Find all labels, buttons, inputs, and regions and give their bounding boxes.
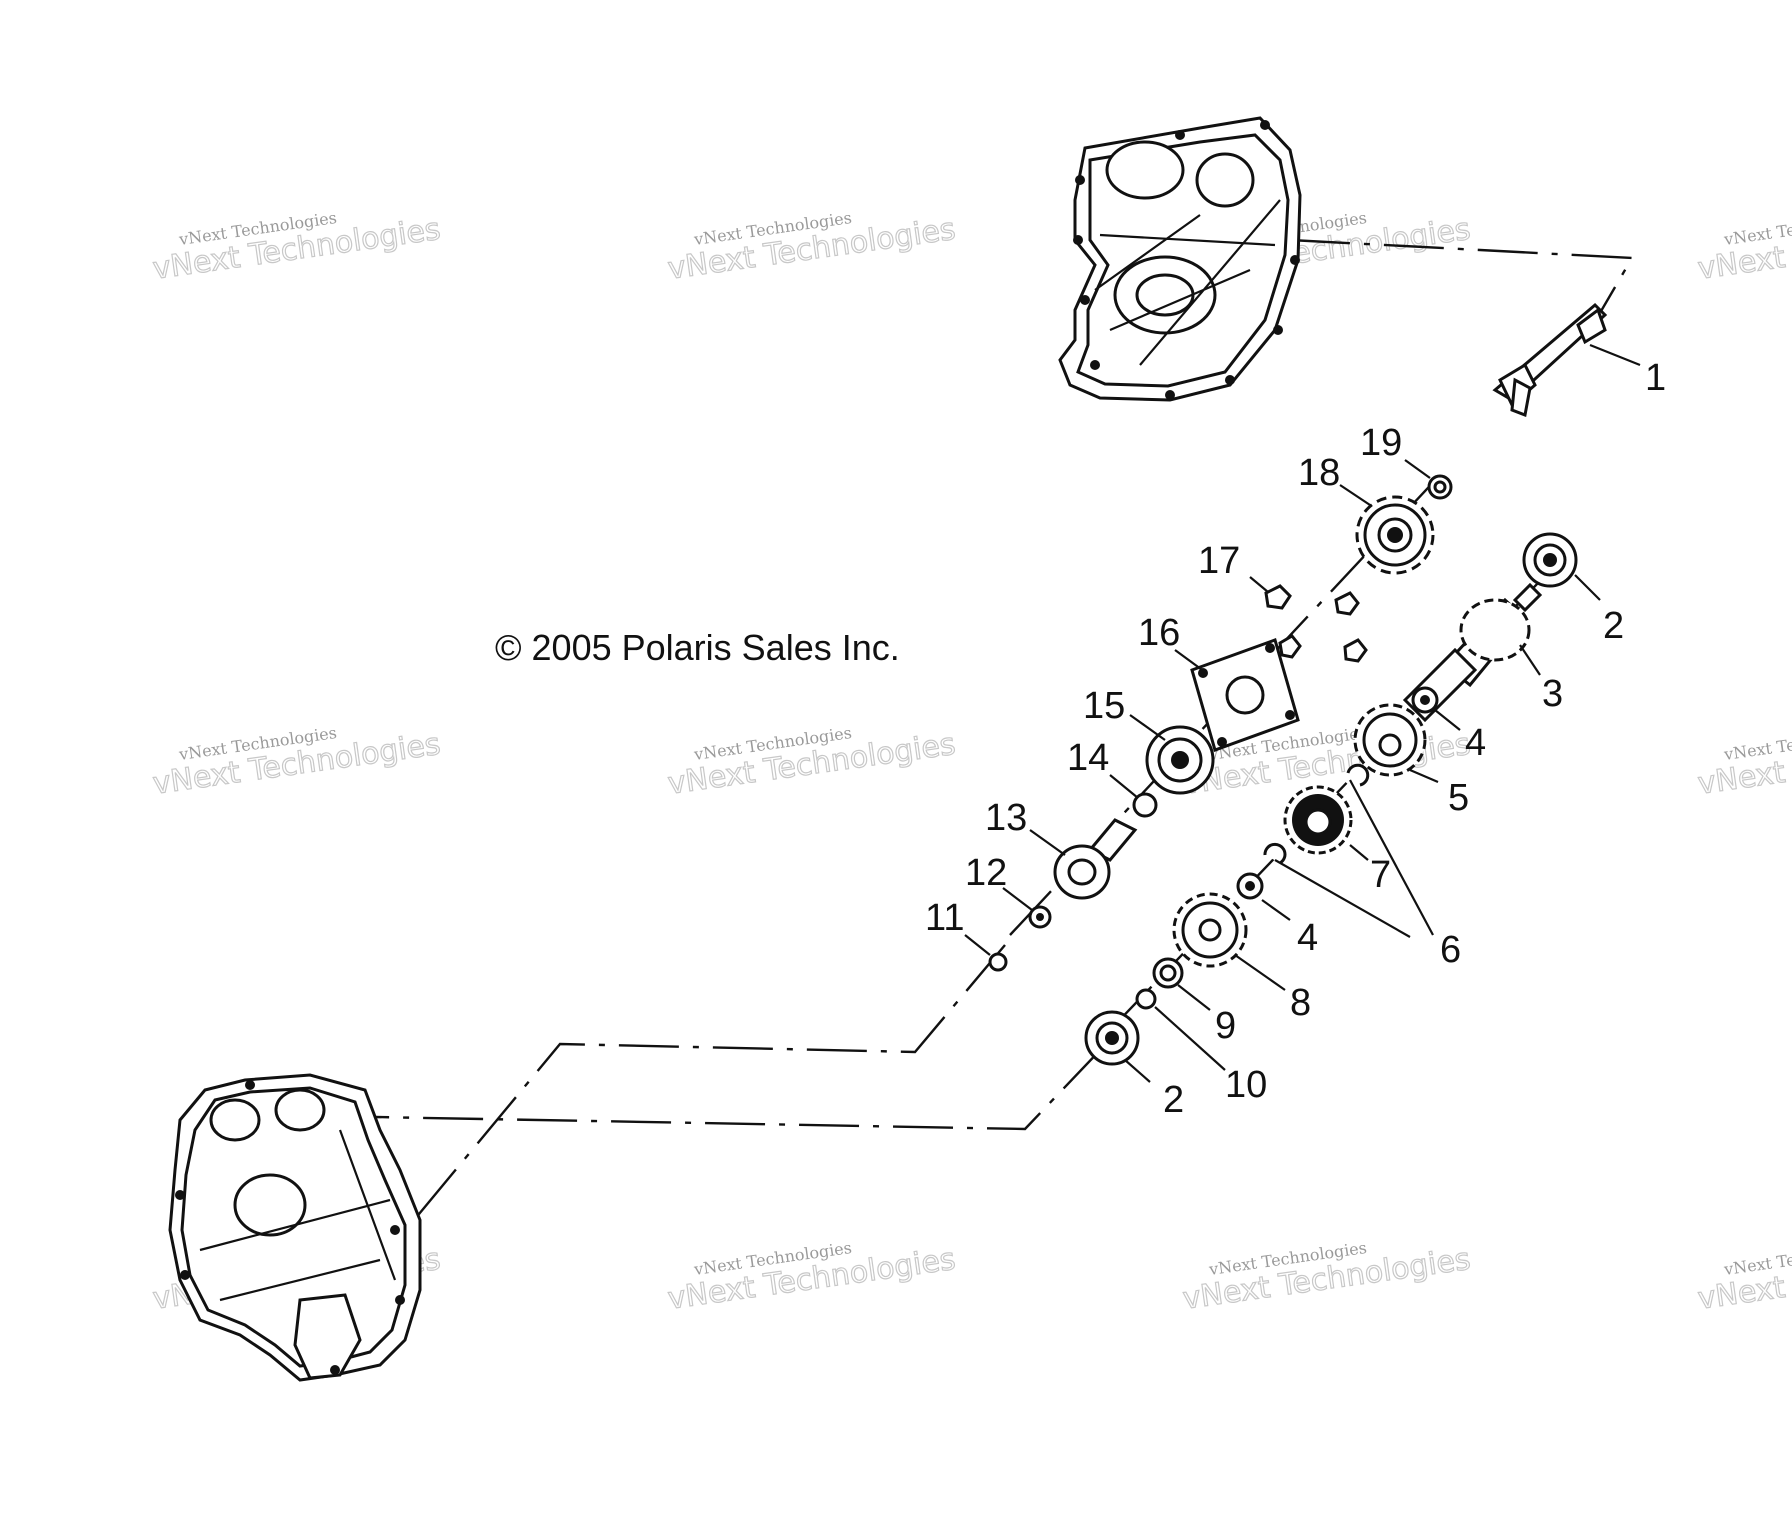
case-rib (199, 1129, 397, 1302)
callout-17: 17 (1198, 540, 1240, 582)
callout-2: 2 (1603, 605, 1624, 647)
part-bearing-2-top (1522, 532, 1578, 588)
bearing-bore (1105, 140, 1185, 200)
case-bolt-holes (175, 1080, 405, 1375)
part-washer-4-top (1411, 686, 1439, 714)
case-rib (1094, 199, 1281, 366)
callout-4: 4 (1297, 917, 1318, 959)
callout-13: 13 (985, 797, 1027, 839)
callout-9: 9 (1215, 1005, 1236, 1047)
bearing-bore (1195, 152, 1255, 208)
part-washer-14 (1132, 792, 1158, 818)
part-plate-16 (1190, 638, 1300, 752)
part-nut-17 (1264, 584, 1368, 663)
bearing-bore (274, 1088, 326, 1132)
callout-18: 18 (1298, 452, 1340, 494)
callout-1: 1 (1645, 357, 1666, 399)
callout-15: 15 (1083, 685, 1125, 727)
part-washer-11 (988, 952, 1008, 972)
bearing-bore (209, 1098, 261, 1142)
part-gear-8 (1172, 892, 1248, 968)
callouts: 1 2 3 4 5 7 6 4 8 9 10 2 11 12 13 14 15 … (925, 357, 1666, 1121)
callout-7: 7 (1370, 854, 1391, 896)
callout-3: 3 (1542, 673, 1563, 715)
part-bearing-2-bottom (1084, 1010, 1140, 1066)
watermark: vNext Technologies vNext Technologies (665, 723, 958, 802)
chain-line-upper-shaft (384, 944, 1006, 1256)
part-snap-ring-6 (1263, 763, 1370, 865)
callout-19: 19 (1360, 422, 1402, 464)
chain-line-top (1289, 238, 1635, 331)
part-bearing-19 (1427, 474, 1453, 500)
callout-8: 8 (1290, 982, 1311, 1024)
part-washer-4-lower (1236, 872, 1264, 900)
case-half-upper (1058, 116, 1302, 402)
case-half-lower (168, 1073, 422, 1382)
watermark: vNext Technologies vNext Technologies (1695, 1238, 1792, 1317)
part-gear-13 (1053, 818, 1138, 900)
watermark: vNext Technologies vNext Technologies (150, 208, 443, 287)
copyright-notice: © 2005 Polaris Sales Inc. (495, 627, 900, 668)
bearing-bore-inner (1135, 273, 1195, 317)
callout-4: 4 (1465, 722, 1486, 764)
callout-14: 14 (1067, 737, 1109, 779)
callout-11: 11 (925, 897, 964, 939)
bearing-bore (233, 1173, 307, 1237)
part-sprocket-18 (1355, 495, 1435, 575)
callout-12: 12 (965, 852, 1007, 894)
case-bolt-holes (1073, 120, 1300, 400)
watermark: vNext Technologies vNext Technologies (665, 1238, 958, 1317)
part-washer-12 (1028, 905, 1052, 929)
watermark: vNext Technologies vNext Technologies (1695, 208, 1792, 287)
watermark: vNext Technologies vNext Technologies (665, 208, 958, 287)
drive-housing (293, 1293, 362, 1380)
callout-5: 5 (1448, 777, 1469, 819)
part-shift-fork (1492, 302, 1608, 418)
callout-2: 2 (1163, 1079, 1184, 1121)
part-gear-7 (1283, 785, 1353, 855)
part-bearing-15 (1145, 725, 1215, 795)
watermark: vNext Technologies vNext Technologies (1180, 1238, 1473, 1317)
callout-6: 6 (1440, 929, 1461, 971)
part-gear-5 (1353, 703, 1427, 777)
leader-lines (964, 343, 1641, 1083)
callout-10: 10 (1225, 1064, 1267, 1106)
part-washer-9 (1152, 957, 1184, 989)
watermark: vNext Technologies vNext Technologies (1695, 723, 1792, 802)
part-washer-10 (1135, 988, 1157, 1010)
callout-16: 16 (1138, 612, 1180, 654)
watermark: vNext Technologies vNext Technologies (150, 723, 443, 802)
chain-line-lower-shaft (374, 1044, 1106, 1131)
